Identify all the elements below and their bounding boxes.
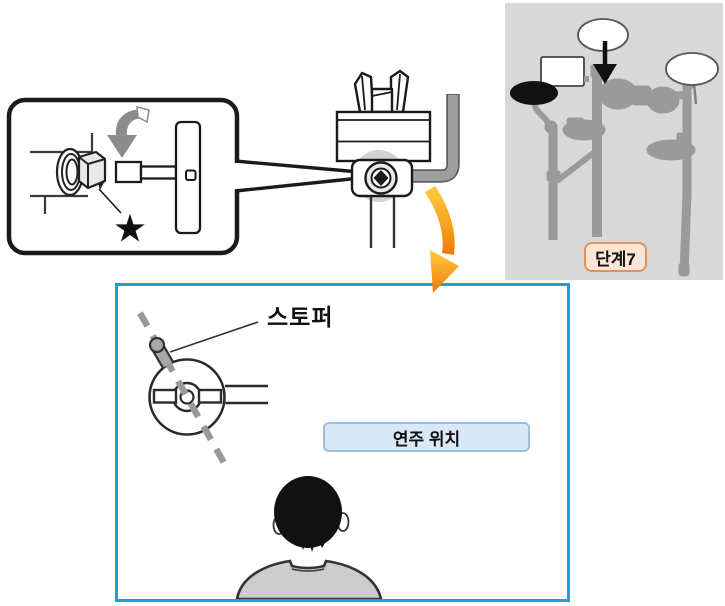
rotate-arrow-icon bbox=[107, 106, 150, 158]
bolt-diagram bbox=[55, 147, 107, 197]
collar-line bbox=[291, 568, 325, 572]
shoulders bbox=[235, 559, 383, 599]
stopper-label: 스토퍼 bbox=[267, 304, 334, 330]
stand-rod bbox=[411, 94, 460, 183]
highlight-circle bbox=[353, 150, 405, 202]
drum-kit-silhouette bbox=[510, 18, 719, 277]
person-silhouette bbox=[235, 476, 383, 599]
playing-position-badge: 연주 위치 bbox=[323, 422, 530, 452]
magnifier-lines bbox=[231, 159, 366, 193]
stopper-pin bbox=[148, 336, 175, 369]
star-marker: ★ bbox=[115, 210, 145, 248]
wing-nut bbox=[353, 69, 410, 114]
curved-arrow-icon bbox=[424, 185, 459, 293]
clamp-assembly-diagram: ★ bbox=[6, 69, 460, 293]
stand-legs bbox=[369, 196, 396, 248]
clamp-block bbox=[335, 110, 432, 163]
callout-box bbox=[6, 97, 240, 256]
hair bbox=[290, 526, 328, 552]
stopper-leader-line bbox=[169, 321, 259, 353]
tuning-key bbox=[114, 120, 202, 235]
stopper-diagram bbox=[137, 311, 383, 599]
wing-bolt-wheel bbox=[148, 358, 268, 436]
rod-lines bbox=[225, 384, 268, 405]
square-bolt bbox=[350, 158, 414, 198]
frame-lines bbox=[30, 133, 94, 214]
step-badge: 단계7 bbox=[584, 242, 647, 272]
playing-position-box: 스토퍼 연주 위치 bbox=[115, 283, 570, 602]
highlighted-pad bbox=[510, 81, 558, 105]
step-panel: 단계7 bbox=[505, 3, 723, 280]
drum-module bbox=[540, 56, 589, 87]
cymbal-right bbox=[665, 52, 719, 86]
star-leader-line bbox=[98, 188, 122, 214]
down-arrow-icon bbox=[593, 41, 617, 84]
